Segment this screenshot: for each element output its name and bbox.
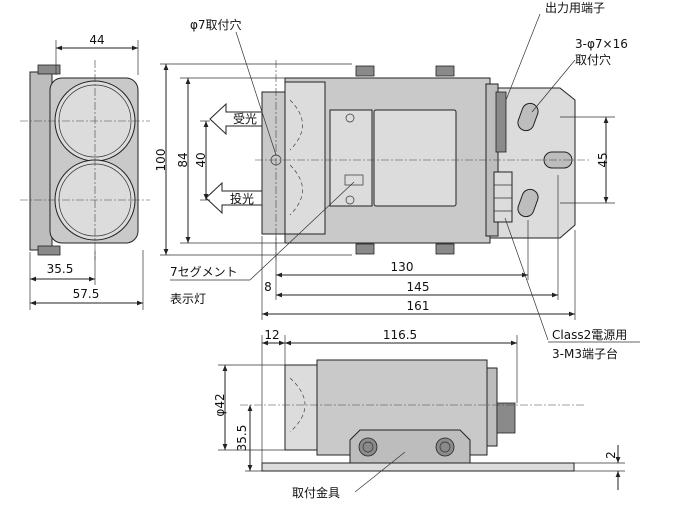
- dim-145: 145: [407, 280, 430, 294]
- label-power-terminal-2: 3-M3端子台: [552, 346, 618, 361]
- emit-arrow: [205, 181, 263, 215]
- label-segment-2: 表示灯: [170, 292, 206, 306]
- dim-116-5: 116.5: [383, 328, 417, 342]
- dim-161: 161: [407, 299, 430, 313]
- label-power-terminal-1: Class2電源用: [552, 328, 627, 342]
- dim-35-5-front: 35.5: [47, 262, 74, 276]
- label-segment-1: 7セグメント: [170, 265, 238, 279]
- dim-12: 12: [264, 328, 279, 342]
- slot-hole-3: [517, 188, 539, 218]
- label-hole-phi7: φ7取付穴: [190, 17, 242, 32]
- slot-hole-2: [543, 151, 573, 169]
- label-mount-holes-2: 取付穴: [575, 52, 611, 67]
- label-emit: 投光: [230, 191, 254, 206]
- front-bolt-bottom: [37, 245, 61, 256]
- label-receive: 受光: [233, 112, 257, 126]
- front-bracket: [29, 71, 53, 251]
- front-bolt-top: [37, 64, 61, 75]
- output-terminal: [495, 91, 507, 153]
- dim-2: 2: [604, 451, 618, 459]
- cover-panel: [373, 109, 457, 207]
- dim-44: 44: [89, 33, 104, 47]
- dim-8: 8: [264, 280, 272, 294]
- label-mount-holes-1: 3-φ7×16: [575, 37, 628, 51]
- side-base-plate: [261, 462, 575, 472]
- label-bracket: 取付金具: [292, 485, 340, 500]
- label-output-terminal: 出力用端子: [545, 1, 605, 15]
- side-connector: [496, 402, 516, 434]
- dim-35-5-side: 35.5: [235, 425, 249, 452]
- side-view: 12 116.5 φ42 35.5 2 取付金具: [213, 328, 625, 500]
- dim-phi42: φ42: [213, 393, 227, 416]
- dim-84: 84: [176, 152, 190, 167]
- dim-130: 130: [391, 260, 414, 274]
- slot-hole-1: [517, 102, 539, 132]
- top-view: 受光 投光 100 84 40 45 130 145 8 161: [154, 1, 640, 361]
- display-window: [329, 109, 373, 207]
- receive-arrow: [209, 102, 263, 136]
- dim-40: 40: [194, 152, 208, 167]
- seven-segment: [344, 174, 364, 186]
- power-terminal-block: [493, 171, 513, 223]
- lens-housing: [284, 81, 326, 235]
- dim-45: 45: [596, 152, 610, 167]
- side-lens-cap: [284, 364, 318, 451]
- dim-100: 100: [154, 149, 168, 172]
- dim-57-5: 57.5: [73, 287, 100, 301]
- front-view: 44 35.5 57.5: [20, 33, 150, 310]
